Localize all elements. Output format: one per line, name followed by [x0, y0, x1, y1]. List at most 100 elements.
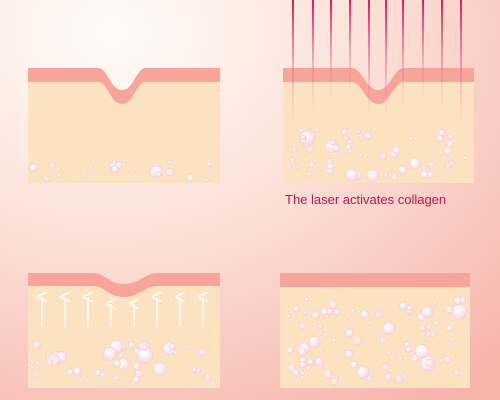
collagen-bubble: [300, 134, 307, 141]
collagen-bubble: [204, 374, 212, 382]
collagen-bubble: [443, 146, 452, 156]
collagen-bubble: [286, 346, 294, 354]
collagen-bubble: [49, 162, 56, 169]
collagen-bubble: [445, 324, 454, 333]
collagen-bubble: [53, 353, 58, 358]
collagen-bubble: [318, 349, 323, 354]
top-skin-layer: [28, 273, 220, 297]
collagen-bubble: [299, 128, 304, 133]
collagen-bubble: [399, 301, 408, 311]
collagen-bubble: [379, 152, 388, 161]
collagen-bubble: [291, 146, 298, 153]
laser-beam: [312, 0, 314, 112]
collagen-bubble: [419, 170, 429, 179]
collagen-bubble: [32, 371, 40, 378]
collagen-bubble: [403, 341, 410, 348]
laser-beam: [402, 0, 404, 108]
collagen-bubble: [306, 366, 311, 371]
caption-laser-activates-collagen: The laser activates collagen: [285, 192, 447, 207]
collagen-bubble: [44, 176, 51, 183]
panel-wrinkle: [28, 68, 220, 183]
collagen-bubble: [345, 349, 354, 359]
top-skin-layer: [28, 68, 220, 104]
collagen-bubble: [350, 308, 356, 315]
collagen-bubbles: [29, 339, 212, 387]
collagen-bubbles: [28, 159, 213, 183]
collagen-bubble: [306, 171, 313, 178]
collagen-bubble: [156, 171, 162, 178]
collagen-bubble: [304, 296, 309, 302]
collagen-bubble: [311, 311, 320, 320]
collagen-bubble: [314, 357, 323, 367]
collagen-bubble: [168, 343, 176, 351]
collagen-bubble: [444, 162, 451, 169]
collagen-bubble: [186, 174, 195, 182]
collagen-bubble: [358, 133, 363, 138]
laser-beam: [368, 0, 370, 118]
collagen-bubble: [133, 362, 142, 371]
laser-beam: [460, 0, 462, 124]
collagen-bubble: [197, 348, 206, 357]
collagen-bubble: [419, 325, 426, 332]
collagen-bubble: [322, 332, 328, 337]
collagen-bubble: [299, 361, 306, 368]
collagen-bubble: [427, 161, 435, 169]
panel-regeneration: [28, 273, 220, 388]
collagen-bubble: [326, 158, 333, 165]
collagen-bubble: [447, 341, 452, 346]
collagen-bubble: [300, 375, 305, 380]
collagen-bubble: [295, 165, 300, 170]
collagen-bubble: [191, 367, 197, 373]
laser-beam: [422, 0, 424, 98]
collagen-bubble: [434, 320, 440, 326]
collagen-bubble: [308, 335, 321, 348]
dermis-block: [280, 287, 470, 388]
collagen-bubble: [110, 165, 119, 174]
collagen-bubble: [463, 155, 468, 160]
collagen-bubble: [330, 378, 339, 386]
panel-smooth: [280, 273, 470, 388]
collagen-bubble: [329, 139, 336, 146]
collagen-bubble: [167, 376, 172, 381]
collagen-bubble: [333, 144, 341, 152]
collagen-bubble: [317, 324, 323, 330]
collagen-bubble: [366, 169, 380, 182]
collagen-bubble: [206, 161, 213, 168]
collagen-bubble: [459, 297, 467, 304]
collagen-bubble: [432, 301, 437, 306]
top-skin-layer: [283, 68, 474, 104]
collagen-bubble: [307, 146, 314, 153]
dermis-block: [283, 82, 474, 183]
collagen-bubble: [382, 172, 389, 178]
collagen-bubble: [308, 161, 316, 169]
collagen-bubble: [345, 328, 354, 338]
collagen-bubble: [153, 362, 168, 377]
collagen-bubble: [409, 157, 421, 170]
collagen-bubble: [140, 344, 148, 352]
collagen-bubble: [80, 172, 87, 179]
laser-beam: [441, 0, 443, 112]
laser-beam: [330, 0, 332, 100]
collagen-bubble: [421, 306, 434, 319]
collagen-bubble: [349, 317, 355, 323]
collagen-bubble: [388, 295, 394, 301]
laser-beam: [385, 0, 387, 120]
collagen-bubble: [367, 320, 372, 325]
collagen-bubble: [204, 177, 209, 182]
collagen-bubble: [395, 375, 404, 384]
collagen-bubble: [293, 306, 300, 313]
top-skin-layer: [280, 273, 470, 287]
collagen-bubble: [414, 344, 429, 359]
collagen-bubble: [453, 369, 461, 377]
collagen-bubble: [323, 370, 333, 379]
laser-beam: [292, 0, 294, 122]
collagen-bubble: [125, 349, 130, 354]
collagen-bubble: [360, 310, 370, 319]
collagen-bubble: [430, 331, 437, 338]
collagen-bubble: [381, 363, 390, 371]
collagen-bubble: [447, 132, 455, 140]
collagen-bubble: [306, 358, 314, 366]
collagen-bubble: [350, 360, 358, 369]
collagen-bubble: [326, 308, 334, 315]
collagen-bubble: [127, 341, 135, 349]
